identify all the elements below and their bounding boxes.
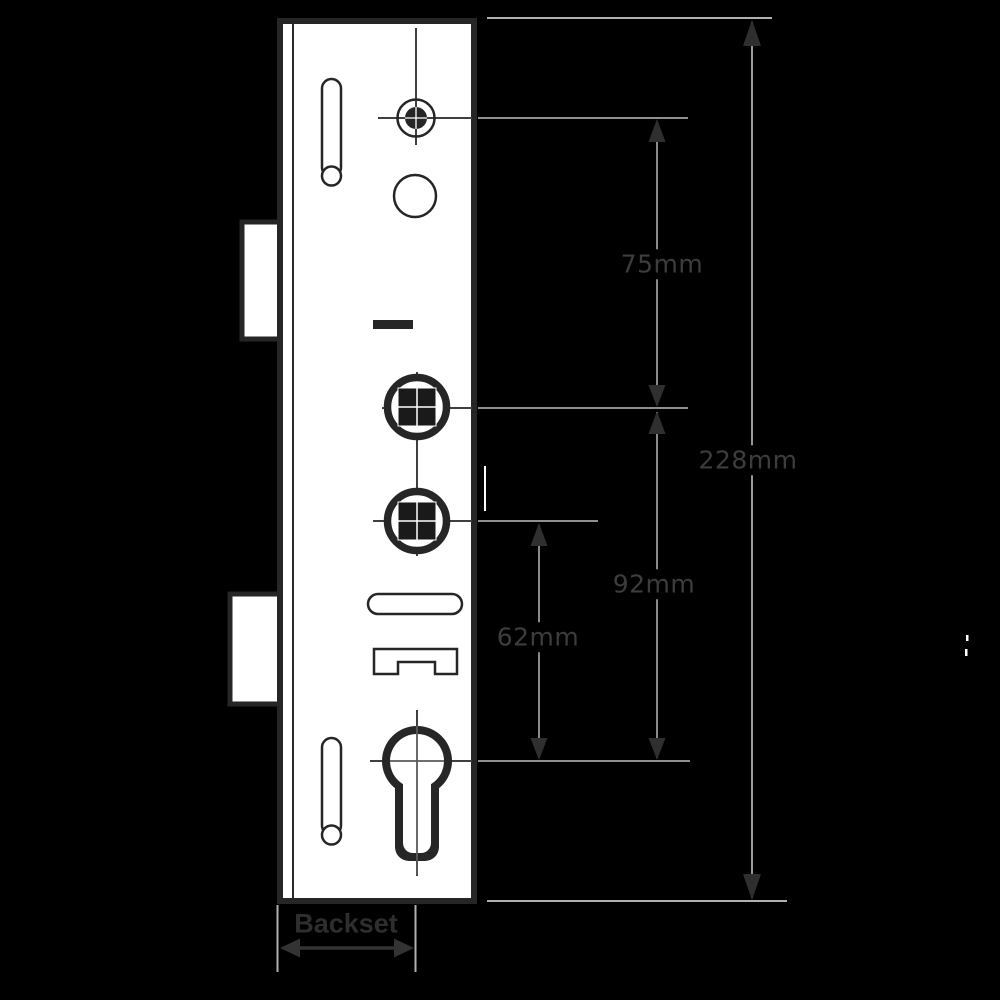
label-228mm: 228mm <box>694 445 802 475</box>
dimension-backset <box>280 938 414 958</box>
backset-arrow-left <box>280 938 300 958</box>
top-mounting-slot-hole <box>320 165 343 187</box>
top-bolt <box>239 219 284 342</box>
mounting-slots <box>320 77 343 846</box>
extension-lines <box>276 17 787 972</box>
top-mounting-slot <box>320 77 343 179</box>
lock-case <box>277 18 477 904</box>
latch-indicator-bar <box>373 320 413 329</box>
dim-92-arrow-up <box>648 411 666 434</box>
dim-75-arrow-up <box>648 119 666 142</box>
label-62mm: 62mm <box>492 622 584 652</box>
left-bolts <box>227 219 284 707</box>
backset-arrow-right <box>394 938 414 958</box>
speck-1 <box>966 635 969 641</box>
dim-75-arrow-down <box>648 385 666 407</box>
dim-92-arrow-down <box>648 738 666 760</box>
label-92mm: 92mm <box>608 569 700 599</box>
horizontal-slot <box>366 592 464 616</box>
dim-228-arrow-down <box>743 874 761 900</box>
top-fixing-hole-outer <box>396 98 436 138</box>
lower-spindle-hole <box>383 487 451 555</box>
top-fixing-hole <box>396 98 436 138</box>
speck-2 <box>965 649 968 656</box>
dim-62-arrow-down <box>530 738 548 760</box>
notched-cutout <box>372 647 459 676</box>
round-hole <box>392 173 438 219</box>
bottom-bolt <box>227 591 284 707</box>
dim-62-arrow-up <box>530 523 548 546</box>
bottom-mounting-slot <box>320 736 343 837</box>
euro-cylinder-cutout <box>382 726 452 875</box>
upper-spindle-hole <box>383 373 451 441</box>
label-75mm: 75mm <box>616 249 708 279</box>
label-backset: Backset <box>294 908 398 939</box>
artifact-specks <box>965 635 969 656</box>
dim-228-arrow-up <box>743 20 761 46</box>
bottom-mounting-slot-hole <box>320 824 343 846</box>
